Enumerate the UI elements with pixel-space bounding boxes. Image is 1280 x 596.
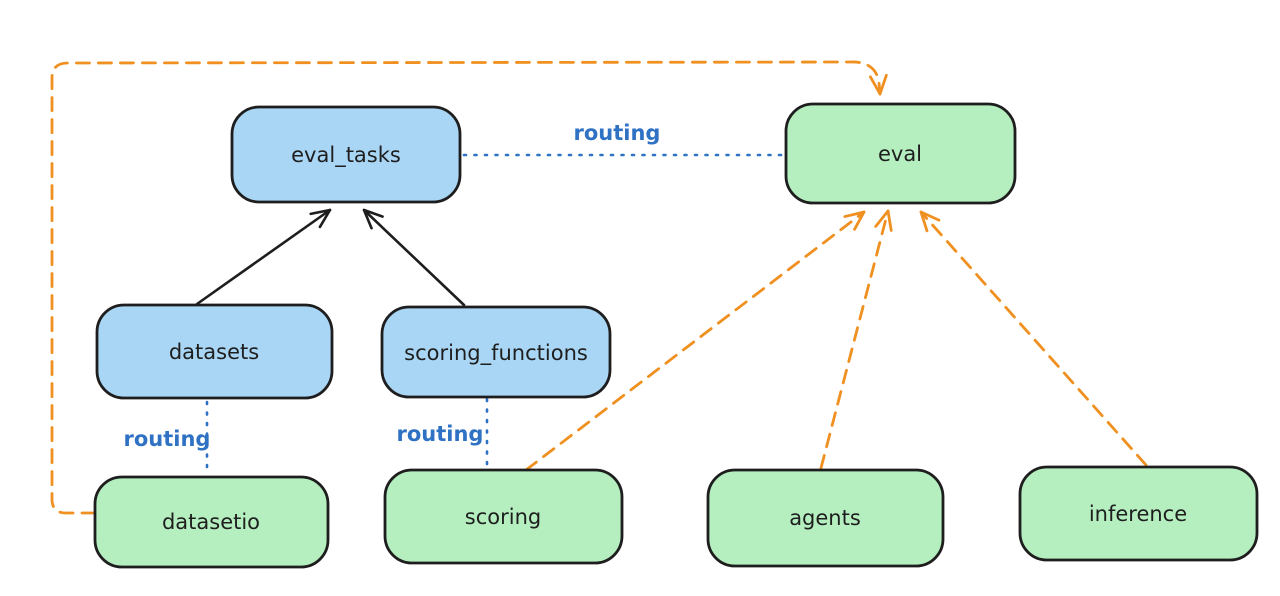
node-inference-box [1018, 465, 1259, 562]
edge-label-routing-left: routing [124, 427, 211, 451]
edge-label-routing-middle: routing [397, 422, 484, 446]
node-scoring-box [383, 468, 624, 565]
node-eval: eval [784, 102, 1017, 205]
node-scoring_functions-box [380, 305, 612, 399]
node-scoring: scoring [383, 468, 624, 565]
node-eval-box [784, 102, 1017, 205]
edge-inference-to-eval [919, 210, 1148, 467]
node-agents-box [706, 468, 945, 568]
node-eval-label: eval [878, 142, 922, 166]
node-datasetio-box [93, 475, 330, 569]
node-agents: agents [706, 468, 945, 568]
node-scoring_functions: scoring_functions [380, 305, 612, 399]
node-datasets-label: datasets [169, 340, 259, 364]
node-datasetio-label: datasetio [162, 510, 260, 534]
node-inference-label: inference [1089, 502, 1187, 526]
edge-label-routing-top: routing [574, 121, 661, 145]
node-scoring_functions-label: scoring_functions [404, 341, 588, 366]
node-eval_tasks: eval_tasks [230, 105, 462, 204]
edge-agents-to-eval [819, 209, 893, 470]
edge-datasets-to-eval_tasks [195, 208, 332, 306]
edge-datasetio-to-eval-around-left-top [50, 60, 888, 515]
node-eval_tasks-label: eval_tasks [291, 143, 401, 168]
edge-scoring-to-eval [524, 210, 866, 472]
node-datasets: datasets [95, 303, 334, 400]
node-agents-label: agents [789, 506, 861, 530]
edge-scoring_functions-to-eval_tasks [362, 208, 466, 307]
node-datasets-box [95, 303, 334, 400]
node-eval_tasks-box [230, 105, 462, 204]
node-inference: inference [1018, 465, 1259, 562]
node-scoring-label: scoring [465, 505, 541, 529]
node-datasetio: datasetio [93, 475, 330, 569]
